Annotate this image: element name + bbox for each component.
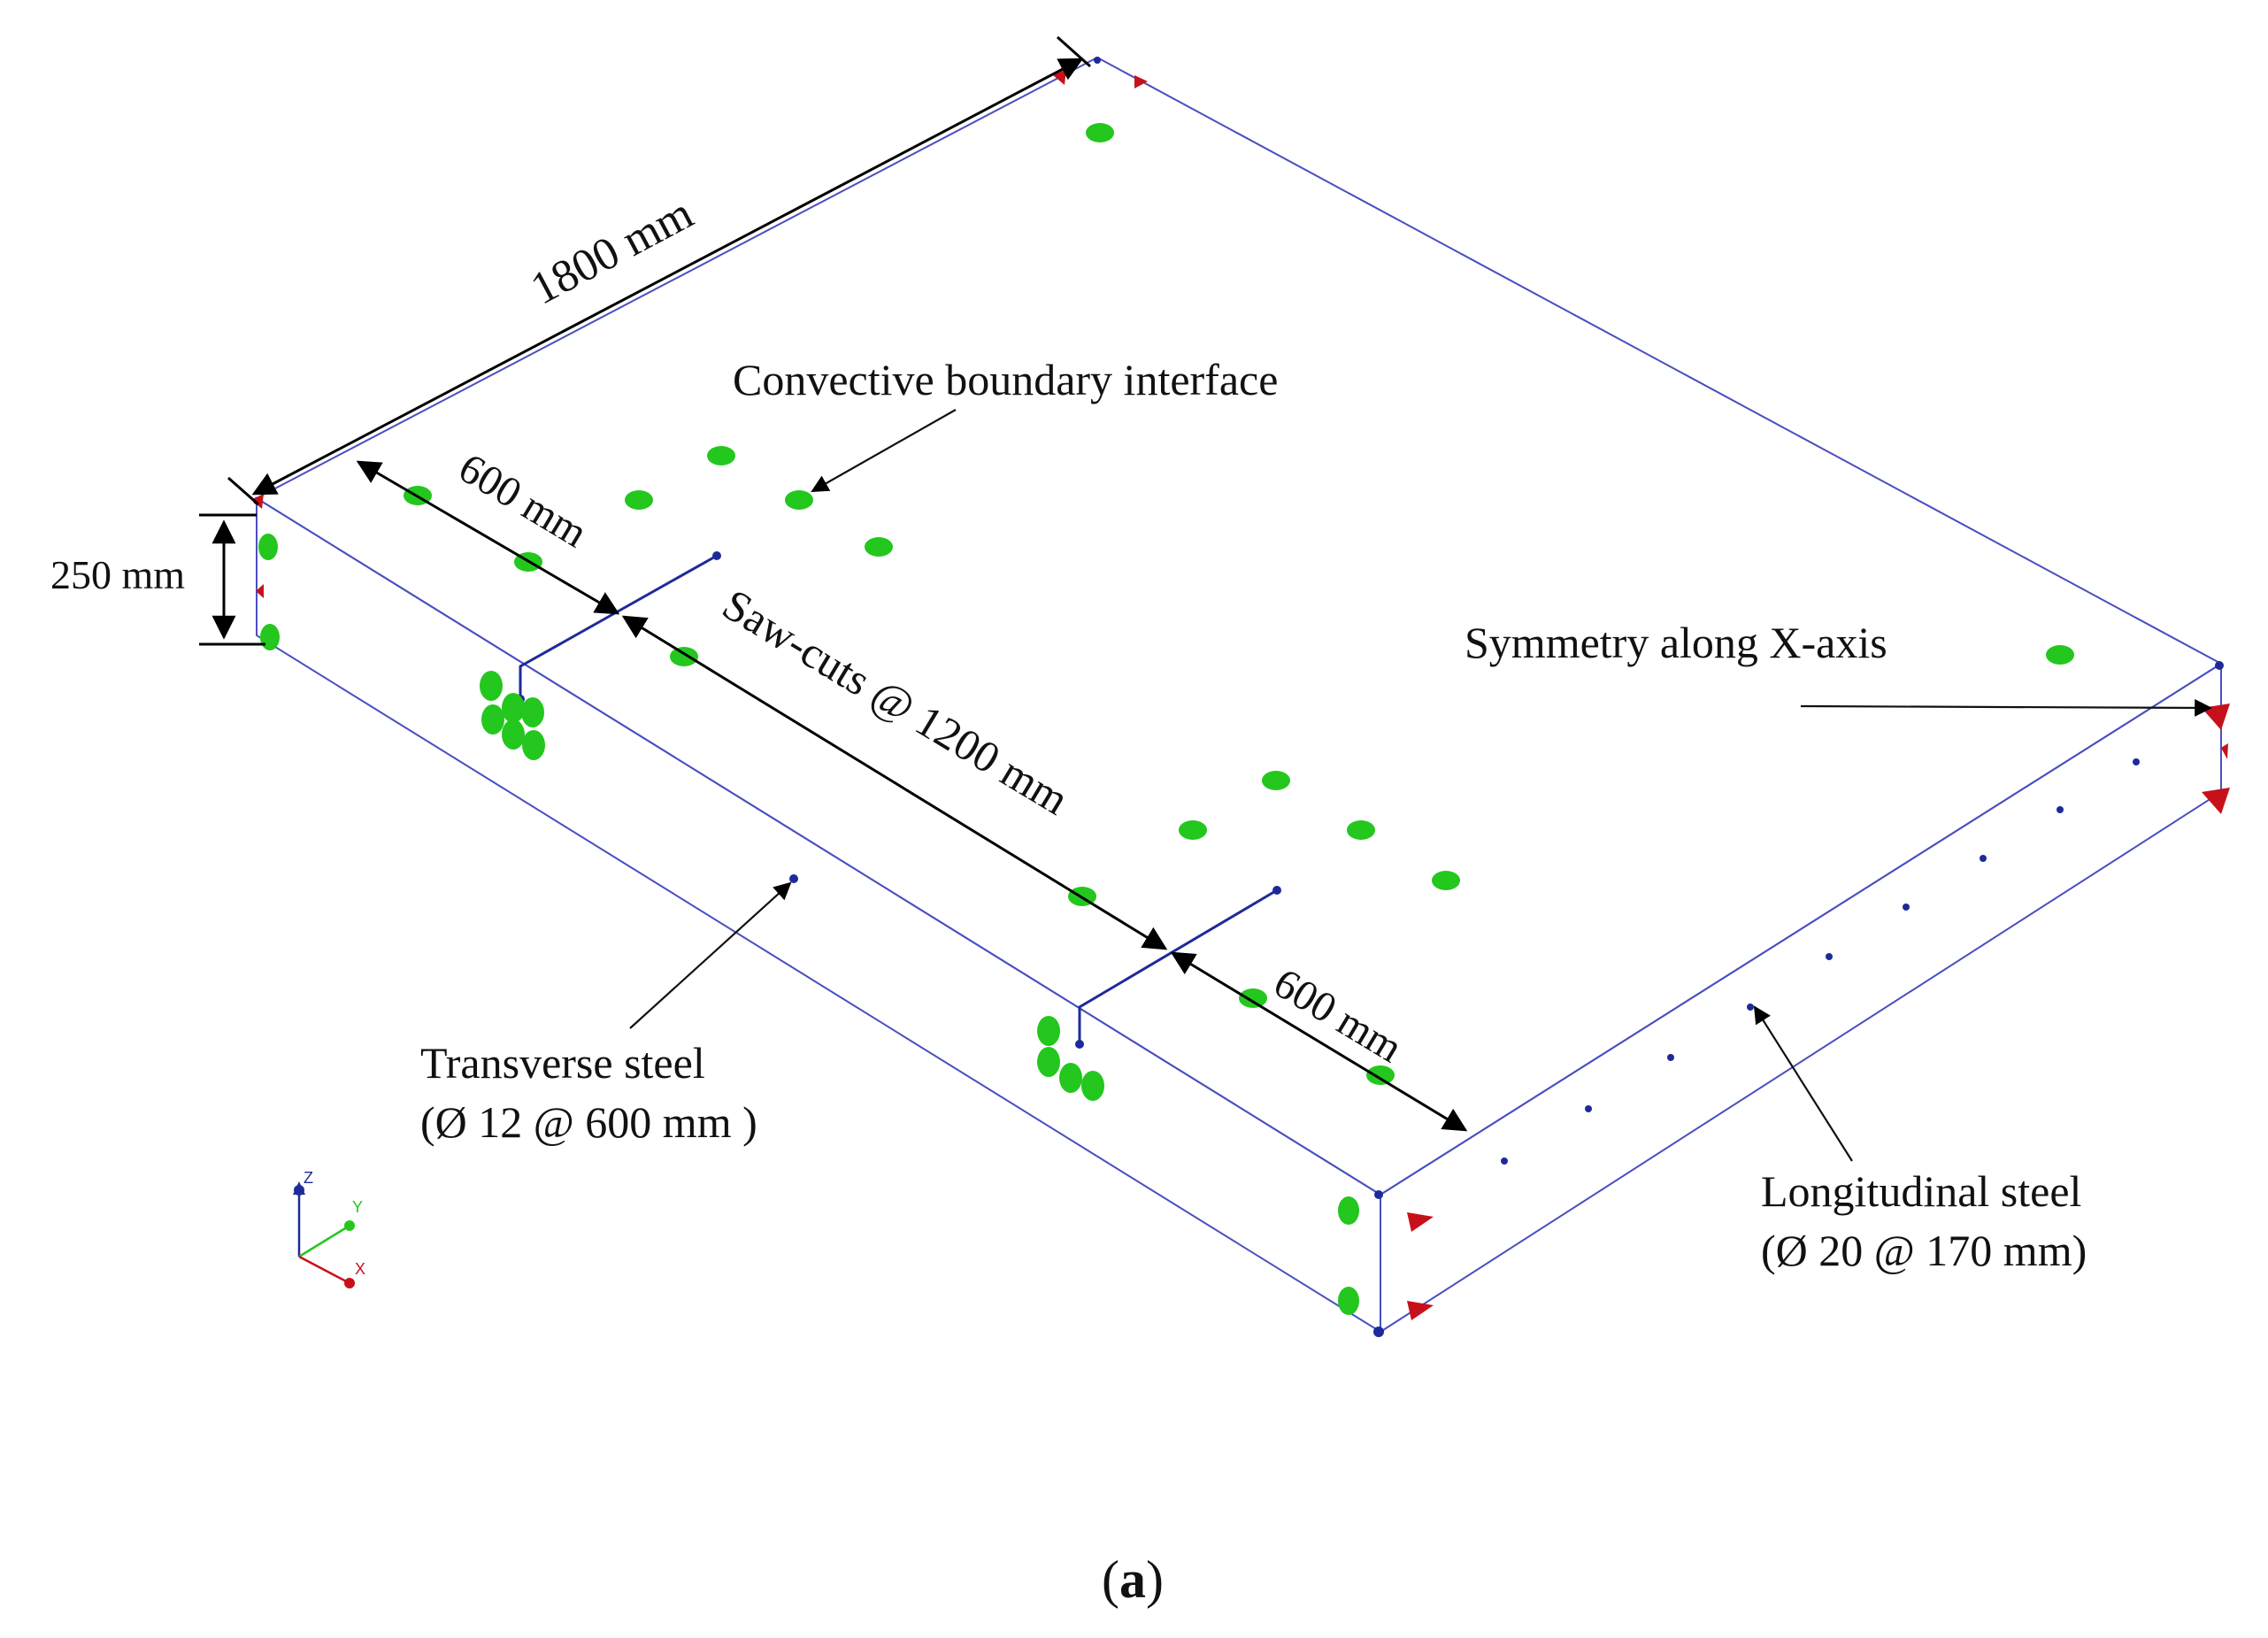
span-left-label: 600 mm (450, 444, 595, 557)
figure-caption: (a) (1102, 1550, 1164, 1609)
caption-letter: a (1119, 1550, 1146, 1609)
dimension-250: 250 mm (50, 513, 265, 646)
dimension-1800: 1800 mm (227, 35, 1091, 506)
convective-label: Convective boundary interface (733, 355, 1278, 404)
slab-front-face (256, 496, 1381, 1334)
saw-cut-right (1075, 886, 1281, 1049)
longitudinal-steel-bars (1501, 758, 2140, 1165)
convective-annotation: Convective boundary interface (733, 355, 1278, 492)
symmetry-label: Symmetry along X-axis (1465, 618, 1887, 667)
sawcuts-label: Saw-cuts @ 1200 mm (714, 579, 1077, 824)
axis-x-label: X (355, 1260, 365, 1278)
longitudinal-label-line2: (Ø 20 @ 170 mm) (1761, 1226, 2087, 1275)
axis-triad: Z Y X (293, 1169, 365, 1288)
dimension-600-right: 600 mm (1170, 951, 1468, 1132)
axis-z-label: Z (304, 1169, 313, 1187)
symmetry-annotation: Symmetry along X-axis (1465, 618, 2212, 717)
span-right-label: 600 mm (1265, 959, 1410, 1072)
caption-close: ) (1146, 1550, 1164, 1609)
longitudinal-label-line1: Longitudinal steel (1761, 1166, 2081, 1216)
slab-top-face (254, 56, 2223, 1196)
transverse-label-line1: Transverse steel (420, 1038, 705, 1088)
transverse-label-line2: (Ø 12 @ 600 mm ) (420, 1097, 757, 1147)
transverse-steel-bar (789, 874, 798, 883)
width-label: 1800 mm (523, 188, 702, 314)
transverse-annotation: Transverse steel (Ø 12 @ 600 mm ) (420, 881, 792, 1147)
caption-open: ( (1102, 1550, 1119, 1609)
longitudinal-annotation: Longitudinal steel (Ø 20 @ 170 mm) (1753, 1005, 2087, 1275)
axis-y-label: Y (352, 1198, 363, 1216)
saw-cut-left (516, 551, 721, 704)
dimension-600-left: 600 mm (356, 444, 620, 615)
thickness-label: 250 mm (50, 552, 185, 597)
